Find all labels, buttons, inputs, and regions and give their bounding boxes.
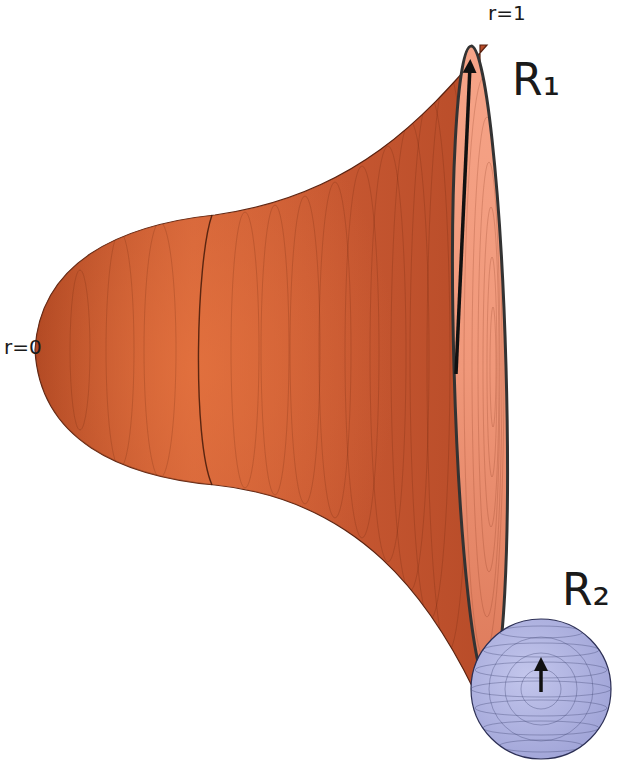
- radius-label: R₂: [562, 566, 610, 614]
- coordinate-label: r=0: [4, 336, 42, 358]
- coordinate-label: r=1: [488, 2, 526, 24]
- radius-label: R₁: [512, 56, 560, 104]
